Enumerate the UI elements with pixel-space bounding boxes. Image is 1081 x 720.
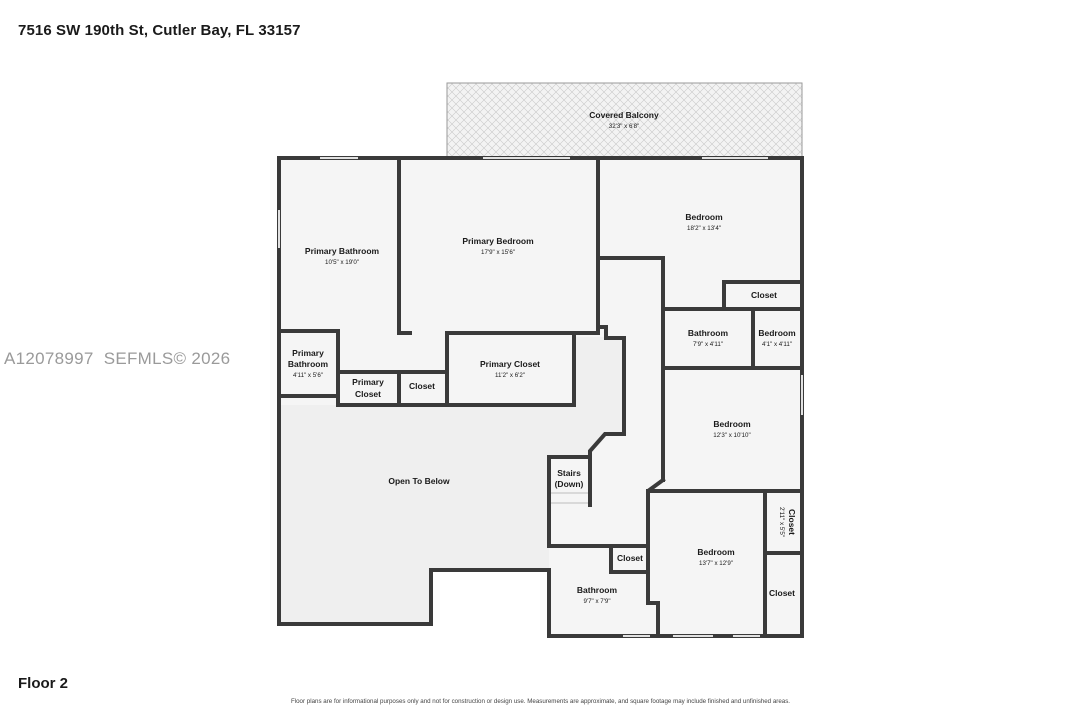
- closet-2-label: Closet: [409, 381, 435, 391]
- railing: [588, 325, 626, 507]
- covered-balcony-label: Covered Balcony: [589, 110, 659, 120]
- closet-rot-dims: 2'11" x 5'5": [778, 507, 785, 537]
- open-to-below-fill: [281, 337, 624, 622]
- outer-wall: [277, 156, 804, 638]
- disclaimer: Floor plans are for informational purpos…: [290, 698, 791, 705]
- mls-copyright: SEFMLS© 2026: [103, 349, 231, 368]
- closet-1-label: Closet: [751, 290, 777, 300]
- covered-balcony-dims: 32'3" x 6'8": [609, 123, 640, 130]
- primary-bathroom-2-label-2: Bathroom: [288, 359, 329, 369]
- stairs-label-2: (Down): [555, 479, 584, 489]
- bedroom-3-label: Bedroom: [697, 547, 735, 557]
- open-to-below-label: Open To Below: [388, 476, 450, 486]
- bathroom-1-label: Bathroom: [688, 328, 729, 338]
- bathroom-1-dims: 7'9" x 4'11": [693, 341, 723, 348]
- primary-closet-dims: 11'2" x 6'2": [495, 372, 525, 379]
- primary-bathroom-2-dims: 4'11" x 5'6": [293, 372, 323, 379]
- stairs-wall: [547, 455, 592, 548]
- bathroom-2-label: Bathroom: [577, 585, 618, 595]
- floor-label: Floor 2: [18, 675, 69, 692]
- bedroom-2-label: Bedroom: [713, 419, 751, 429]
- wall: [646, 477, 666, 638]
- primary-bedroom-dims: 17'9" x 15'6": [481, 249, 515, 256]
- primary-bathroom-label: Primary Bathroom: [305, 246, 380, 256]
- address-title: 7516 SW 190th St, Cutler Bay, FL 33157: [18, 22, 301, 39]
- stairs-label-1: Stairs: [557, 468, 581, 478]
- primary-closet-small-label-2: Closet: [355, 389, 381, 399]
- primary-bedroom-label: Primary Bedroom: [462, 236, 534, 246]
- closet-rot-label: Closet: [787, 509, 797, 535]
- primary-closet-label: Primary Closet: [480, 359, 540, 369]
- bedroom-small-label: Bedroom: [758, 328, 796, 338]
- listing-id: A12078997: [4, 349, 94, 368]
- bedroom-small-dims: 4'1" x 4'11": [762, 341, 792, 348]
- mls-watermark: A12078997 SEFMLS© 2026: [4, 349, 240, 369]
- balcony-area: [446, 82, 803, 159]
- bedroom-1-label: Bedroom: [685, 212, 723, 222]
- closet-4-label: Closet: [769, 588, 795, 598]
- bathroom-2-dims: 9'7" x 7'9": [583, 598, 610, 605]
- bedroom-1-dims: 18'2" x 13'4": [687, 225, 721, 232]
- primary-closet-small-label-1: Primary: [352, 377, 384, 387]
- primary-bathroom-dims: 10'5" x 19'0": [325, 259, 359, 266]
- bedroom-3-dims: 13'7" x 12'9": [699, 560, 733, 567]
- closet-3-label: Closet: [617, 553, 643, 563]
- bedroom-2-dims: 12'3" x 10'10": [713, 432, 750, 439]
- primary-bathroom-2-label-1: Primary: [292, 348, 324, 358]
